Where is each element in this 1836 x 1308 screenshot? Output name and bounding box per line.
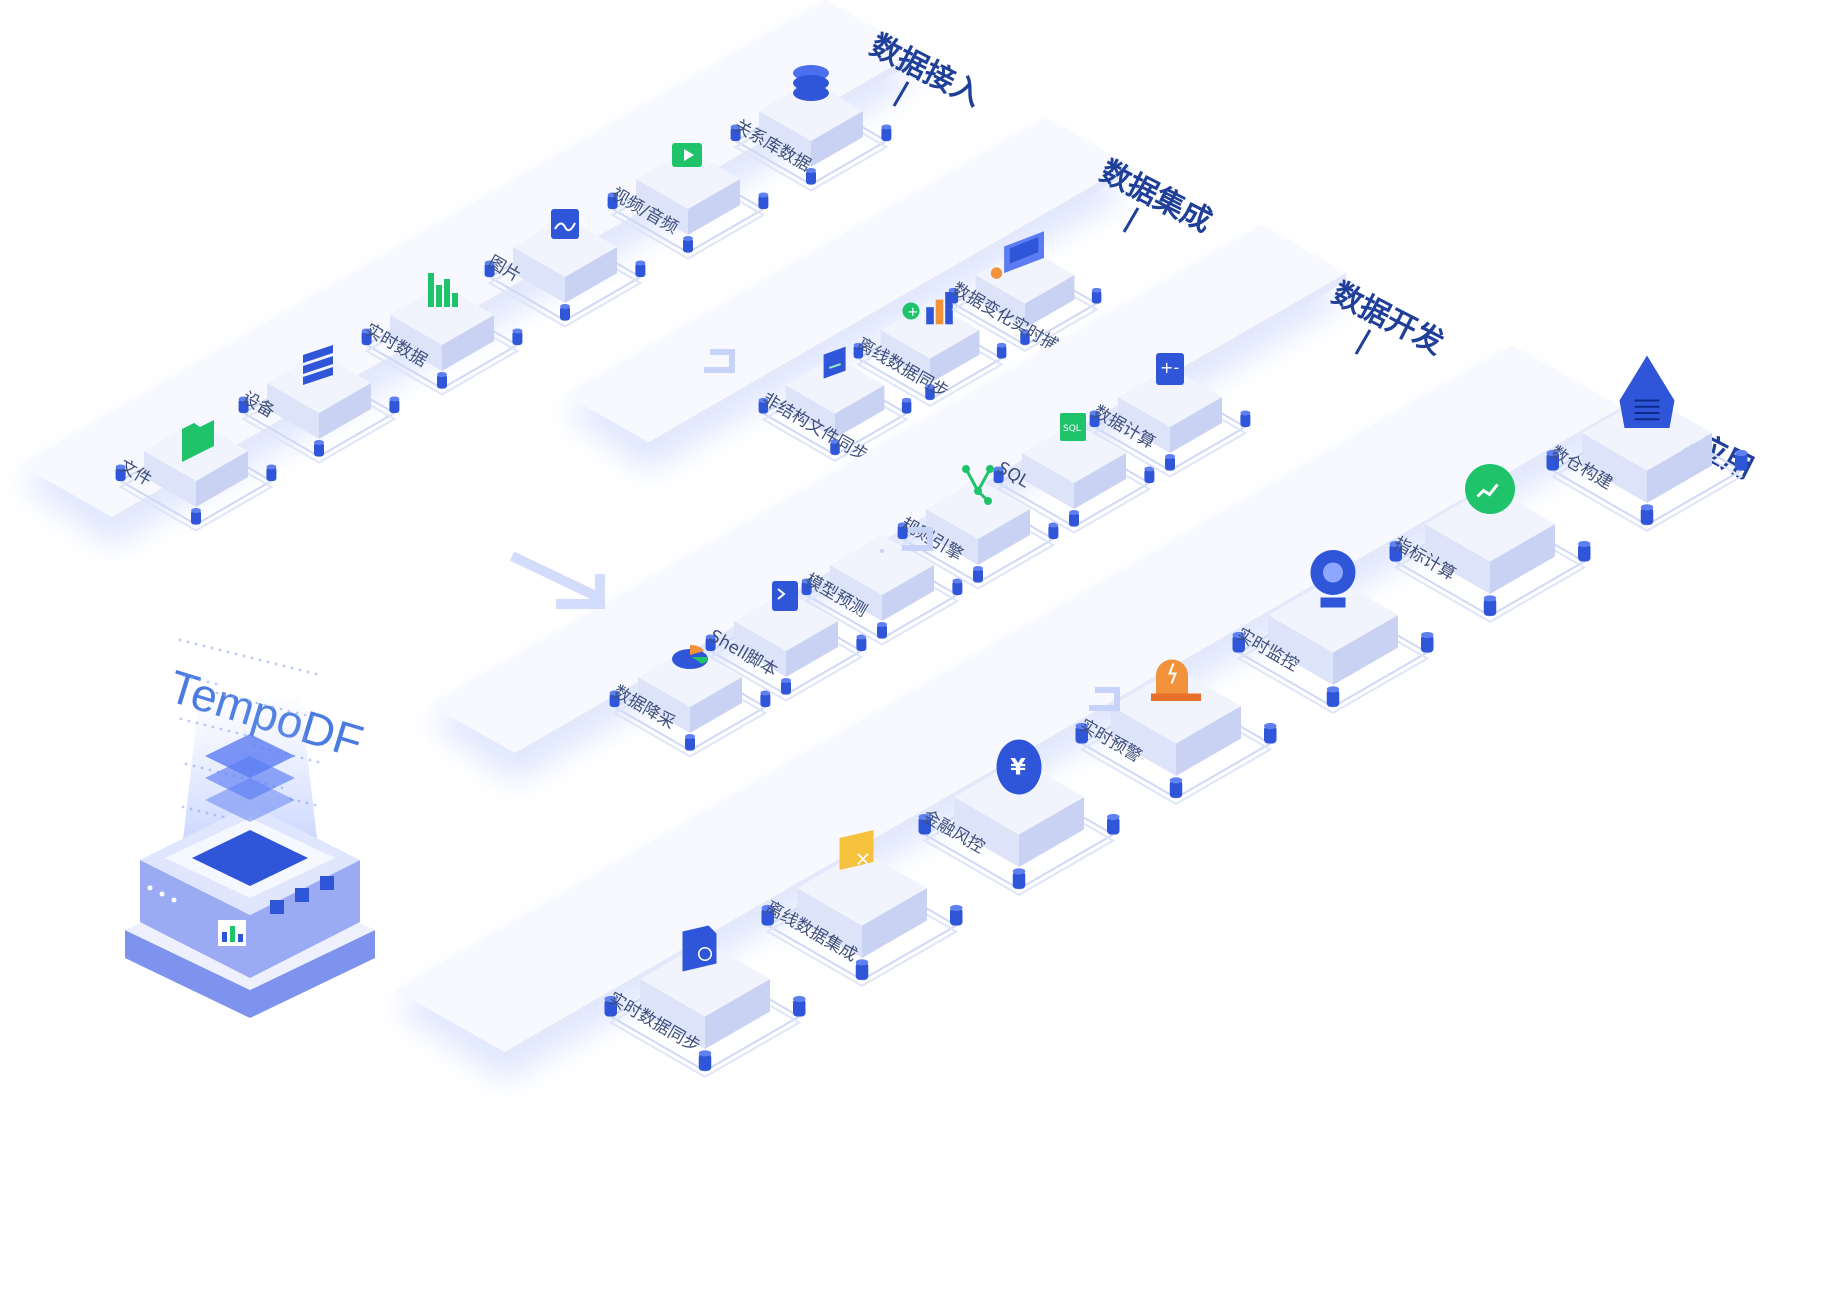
node-terminal: Shell脚本 [706,581,867,702]
node-offline-integration: ×离线数据集成 [761,830,963,988]
trend-icon [1465,464,1515,514]
node-alarm: 实时预警 [1075,659,1277,806]
main-flow-arrow-icon [509,551,605,609]
terminal-icon [772,581,798,611]
node-server: 设备 [239,345,400,464]
chip-icon [192,830,308,886]
warehouse-icon [1619,355,1675,428]
node-warehouse: 数仓构建 [1546,355,1748,533]
file-sync-icon [823,346,846,379]
node-image: 图片 [485,209,646,328]
sql-icon: SQL [1060,413,1086,441]
money-bag-icon: ¥ [996,739,1042,795]
pie-chart-icon [672,644,709,669]
lane-title: 数据开发 [1326,276,1449,362]
monitor-capture-icon [990,231,1044,279]
svg-text:+-: +- [1160,358,1179,377]
flow-chevron-icon [704,349,735,373]
svg-text:+: + [907,305,918,320]
node-calculator: +-数据计算 [1090,353,1251,478]
node-pie-chart: 数据降采 [610,644,771,758]
image-icon [551,209,579,239]
database-icon [793,65,829,101]
svg-text:×: × [855,847,872,871]
server-icon [303,345,333,385]
pen-icon [892,81,910,107]
node-video: 视频/音频 [608,143,769,260]
rule-engine-icon [962,465,994,505]
alarm-icon [1151,659,1201,701]
pen-icon [1122,207,1140,233]
camera-icon [1310,550,1356,608]
flow-chevron-icon [1089,687,1120,711]
node-realtime-sync: 实时数据同步 [604,925,806,1079]
realtime-sync-icon [682,925,717,972]
offline-sync-icon: + [902,292,953,325]
node-offline-sync: +离线数据同步 [853,292,1007,407]
model-icon [880,549,884,553]
svg-text:SQL: SQL [1063,424,1081,434]
node-folder: 文件 [116,420,277,532]
tempodf-platform: TempoDF [125,638,375,1018]
svg-text:¥: ¥ [1010,755,1026,781]
video-icon [672,143,702,167]
bar-chart-icon [428,273,458,307]
calculator-icon: +- [1156,353,1184,385]
pen-icon [1354,329,1372,355]
node-money-bag: ¥金融风控 [918,739,1120,897]
folder-icon [182,420,214,462]
flow-chevron-icon [902,527,933,551]
offline-integration-icon: × [839,830,874,871]
